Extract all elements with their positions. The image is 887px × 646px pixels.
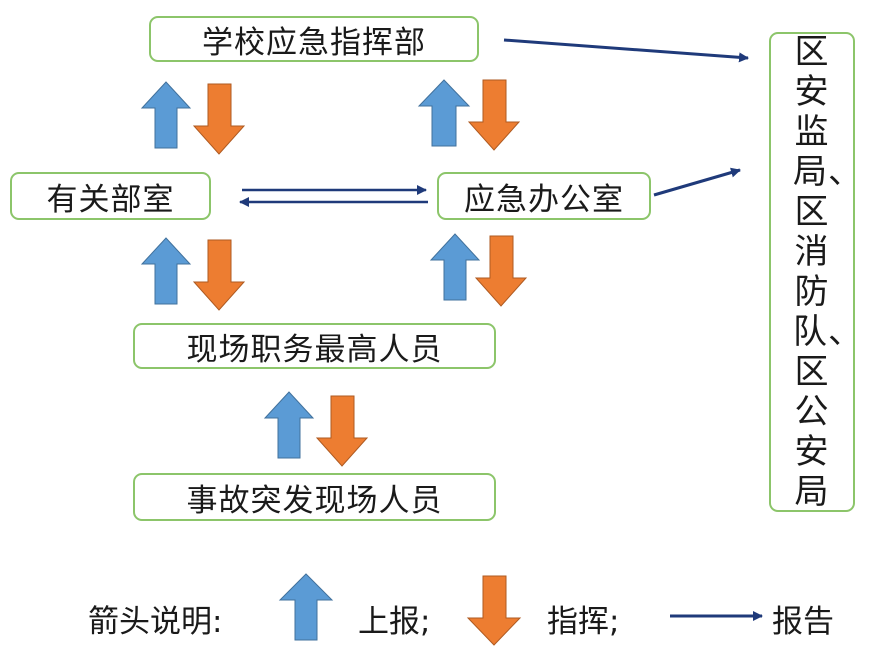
report-arrow-hq-to-external [503, 38, 749, 63]
legend-command-label: 指挥; [547, 604, 620, 640]
legend-up-arrow-icon [278, 573, 334, 641]
related-departments-box: 有关部室 [10, 172, 211, 220]
legend-down-arrow-icon [466, 575, 522, 646]
legend-up-label: 上报; [358, 604, 431, 640]
school-emergency-hq-label: 学校应急指挥部 [202, 24, 426, 61]
down-arrow-icon [192, 83, 246, 155]
emergency-office-box: 应急办公室 [437, 172, 651, 220]
legend-report-label: 报告 [772, 604, 834, 640]
report-arrow-office-to-external [653, 167, 741, 197]
accident-site-personnel-label: 事故突发现场人员 [186, 482, 443, 519]
accident-site-personnel-box: 事故突发现场人员 [133, 473, 496, 521]
down-arrow-icon [474, 235, 528, 307]
up-arrow-icon [263, 391, 315, 459]
site-top-official-label: 现场职务最高人员 [186, 331, 443, 368]
related-departments-label: 有关部室 [46, 181, 175, 218]
up-arrow-icon [417, 79, 471, 147]
legend-title: 箭头说明: [88, 604, 223, 640]
up-arrow-icon [140, 237, 192, 305]
external-agencies-box: 区安监局、区消防队、区公安局 [769, 32, 862, 512]
down-arrow-icon [315, 395, 369, 467]
emergency-office-label: 应急办公室 [464, 181, 624, 218]
site-top-official-box: 现场职务最高人员 [133, 323, 496, 369]
school-emergency-hq-box: 学校应急指挥部 [149, 16, 479, 62]
down-arrow-icon [192, 239, 246, 311]
up-arrow-icon [429, 233, 481, 301]
down-arrow-icon [467, 79, 521, 151]
up-arrow-icon [140, 81, 192, 149]
